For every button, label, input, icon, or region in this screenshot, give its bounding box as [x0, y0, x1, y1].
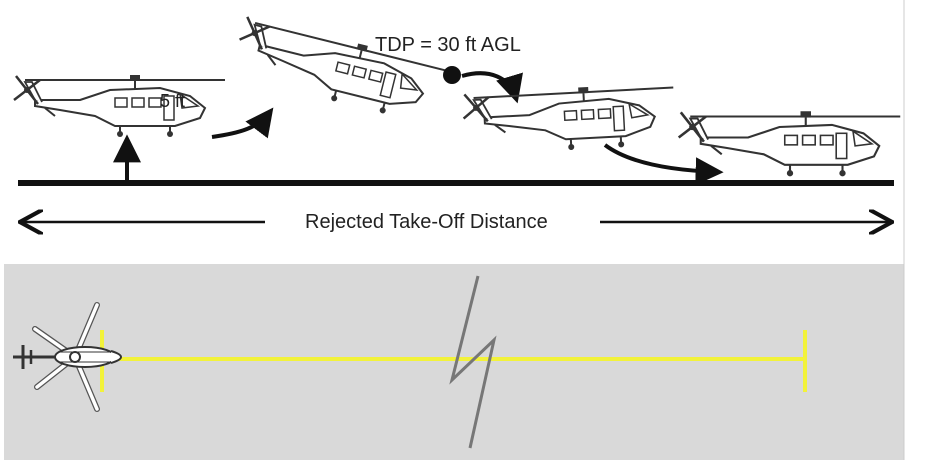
climb-arrow — [211, 107, 274, 139]
plan-view-panel — [4, 264, 904, 460]
hover-height-label: 5 ft — [160, 91, 185, 111]
distance-break-mark — [449, 275, 497, 449]
helicopter-top-view-icon — [13, 302, 122, 412]
reject-arrow — [461, 71, 523, 104]
decision-point-dot-icon — [443, 66, 461, 84]
tdp-label: TDP = 30 ft AGL — [375, 34, 521, 56]
landing-arrow — [603, 143, 724, 186]
distance-label: Rejected Take-Off Distance — [305, 211, 548, 233]
